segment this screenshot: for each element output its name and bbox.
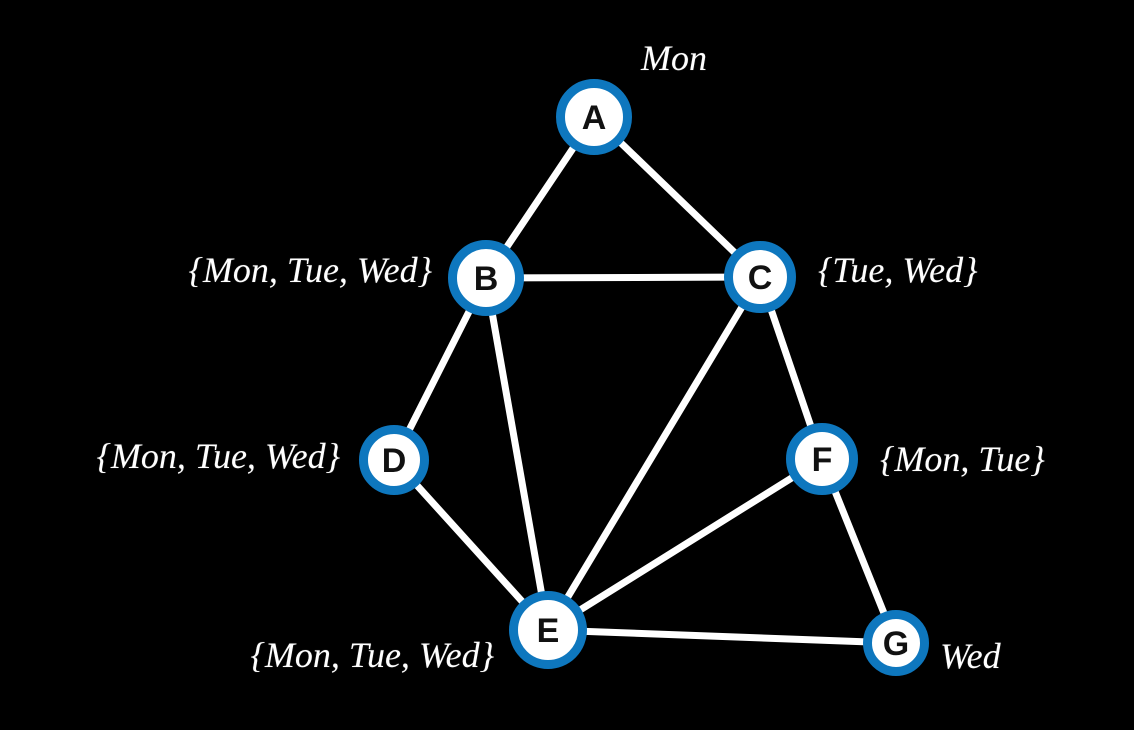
node-circle-f [786, 423, 858, 495]
domain-label-f: {Mon, Tue} [880, 439, 1045, 479]
node-circle-c [724, 241, 796, 313]
graph-node-f[interactable]: F [786, 423, 858, 495]
graph-edge-a-c [590, 113, 764, 281]
domain-label-e: {Mon, Tue, Wed} [250, 635, 494, 675]
graph-node-a[interactable]: A [556, 79, 632, 155]
node-circle-g [863, 610, 929, 676]
graph-node-g[interactable]: G [863, 610, 929, 676]
graph-edge-b-c [482, 273, 764, 282]
graph-edge-c-e [544, 273, 764, 634]
domain-label-b: {Mon, Tue, Wed} [188, 250, 432, 290]
nodes-group: A B C D E F G [359, 79, 929, 676]
graph-node-b[interactable]: B [448, 240, 524, 316]
edges-group [390, 113, 900, 647]
node-circle-e [509, 591, 587, 669]
graph-node-c[interactable]: C [724, 241, 796, 313]
graph-node-e[interactable]: E [509, 591, 587, 669]
node-letter-f: F [812, 441, 833, 479]
graph-node-d[interactable]: D [359, 425, 429, 495]
node-letter-c: C [748, 259, 773, 297]
node-circle-d [359, 425, 429, 495]
node-letter-e: E [537, 612, 560, 650]
graph-edge-b-e [482, 274, 552, 634]
node-letter-g: G [883, 625, 909, 663]
domain-label-a: Mon [641, 38, 707, 78]
graph-edge-e-f [544, 455, 826, 634]
node-letter-a: A [582, 99, 607, 137]
node-circle-b [448, 240, 524, 316]
node-circle-a [556, 79, 632, 155]
node-letter-b: B [474, 260, 499, 298]
domain-label-d: {Mon, Tue, Wed} [96, 436, 340, 476]
graph-edge-e-g [544, 626, 900, 647]
node-letter-d: D [382, 442, 407, 480]
domain-label-c: {Tue, Wed} [818, 250, 978, 290]
domain-label-g: Wed [940, 636, 1001, 676]
